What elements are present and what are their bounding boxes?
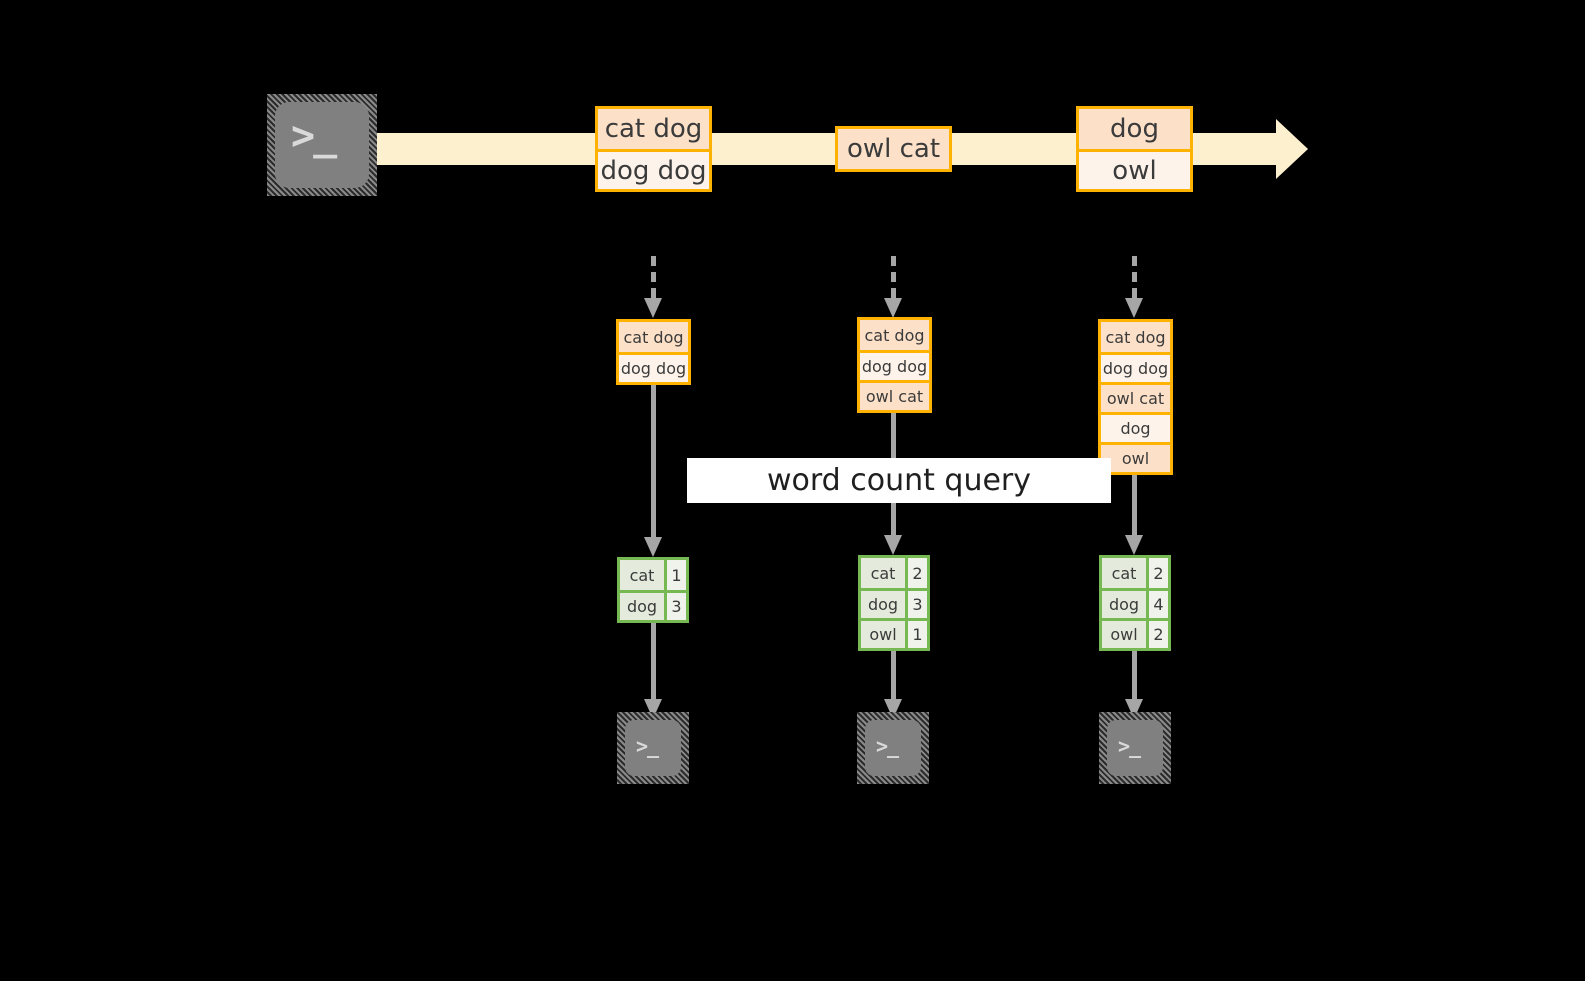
terminal-screen: >_ [625,720,681,776]
cell-count: 4 [1146,591,1168,618]
sink-terminal-icon-1[interactable]: >_ [617,712,689,784]
stream-event-line: owl cat [838,129,949,169]
snapshot-input-row: cat dog [619,322,688,352]
stream-event-2[interactable]: owl cat [835,126,952,172]
snapshot-input-row: cat dog [860,320,929,350]
snapshot-2-input-box[interactable]: cat dog dog dog owl cat [857,317,932,413]
cell-count: 2 [905,558,927,588]
connector-result-3-to-sink [1125,651,1143,719]
source-terminal-icon[interactable]: >_ [267,94,377,196]
snapshot-input-row: dog dog [619,352,688,382]
table-row: cat 2 [1102,558,1168,588]
cell-word: dog [620,593,664,620]
snapshot-1-input-box[interactable]: cat dog dog dog [616,319,691,385]
terminal-prompt-glyph: >_ [291,113,337,159]
stream-event-line: owl [1079,149,1190,189]
cell-word: cat [620,560,664,590]
terminal-prompt-glyph: >_ [636,734,659,758]
stream-event-line: cat dog [598,109,709,149]
cell-count: 1 [905,621,927,648]
sink-terminal-icon-2[interactable]: >_ [857,712,929,784]
table-row: dog 4 [1102,588,1168,618]
terminal-prompt-glyph: >_ [876,734,899,758]
table-row: cat 2 [861,558,927,588]
cell-word: cat [1102,558,1146,588]
connector-stream-to-snapshot-1 [644,256,662,318]
stream-event-line: dog [1079,109,1190,149]
snapshot-input-row: owl cat [860,380,929,410]
terminal-prompt-glyph: >_ [1118,734,1141,758]
query-label: word count query [687,458,1111,503]
stream-event-3[interactable]: dog owl [1076,106,1193,192]
connector-stream-to-snapshot-2 [884,256,902,318]
terminal-screen: >_ [275,102,369,188]
stream-event-line: dog dog [598,149,709,189]
cell-word: owl [861,621,905,648]
snapshot-input-row: owl [1101,442,1170,472]
table-row: owl 1 [861,618,927,648]
cell-word: owl [1102,621,1146,648]
snapshot-input-row: cat dog [1101,322,1170,352]
table-row: cat 1 [620,560,686,590]
snapshot-input-row: dog dog [1101,352,1170,382]
cell-word: dog [1102,591,1146,618]
cell-count: 2 [1146,621,1168,648]
connector-stream-to-snapshot-3 [1125,256,1143,318]
table-row: owl 2 [1102,618,1168,648]
terminal-screen: >_ [865,720,921,776]
snapshot-input-row: dog [1101,412,1170,442]
snapshot-input-row: dog dog [860,350,929,380]
cell-word: cat [861,558,905,588]
connector-result-1-to-sink [644,623,662,719]
result-table-2[interactable]: cat 2 dog 3 owl 1 [858,555,930,651]
table-row: dog 3 [861,588,927,618]
result-table-1[interactable]: cat 1 dog 3 [617,557,689,623]
connector-result-2-to-sink [884,651,902,719]
cell-count: 3 [905,591,927,618]
cell-count: 3 [664,593,686,620]
cell-word: dog [861,591,905,618]
result-table-3[interactable]: cat 2 dog 4 owl 2 [1099,555,1171,651]
terminal-screen: >_ [1107,720,1163,776]
table-row: dog 3 [620,590,686,620]
connector-snapshot-3-to-result [1125,475,1143,555]
stream-arrowhead [1276,119,1308,179]
stream-event-1[interactable]: cat dog dog dog [595,106,712,192]
snapshot-3-input-box[interactable]: cat dog dog dog owl cat dog owl [1098,319,1173,475]
cell-count: 1 [664,560,686,590]
snapshot-input-row: owl cat [1101,382,1170,412]
cell-count: 2 [1146,558,1168,588]
sink-terminal-icon-3[interactable]: >_ [1099,712,1171,784]
connector-snapshot-1-to-result [644,385,662,557]
